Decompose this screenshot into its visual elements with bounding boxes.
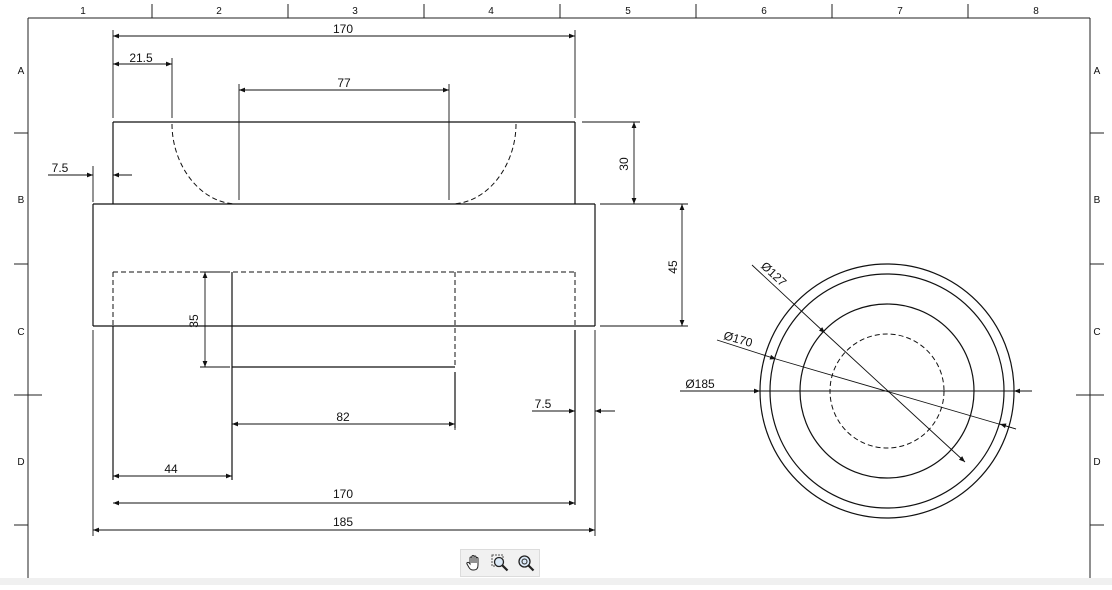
column-label: 5: [625, 6, 631, 17]
zoom-icon: [518, 555, 535, 572]
hand-icon: [466, 554, 479, 571]
dim-overall-width: 185: [333, 515, 353, 529]
dim-left-offset: 21.5: [129, 51, 153, 65]
column-label: 4: [488, 6, 494, 17]
status-strip: [0, 578, 1112, 585]
front-view-outline: [92, 121, 596, 505]
side-view-dimension-texts: Ø185 Ø170 Ø127: [685, 259, 789, 391]
column-label: 3: [352, 6, 358, 17]
row-label: C: [1093, 327, 1100, 338]
dim-base-height: 45: [666, 260, 680, 274]
row-label: B: [18, 195, 25, 206]
front-view[interactable]: 170 21.5 77 7.5 30 45 35 82 7.5 44 170 1…: [48, 22, 688, 536]
column-label: 8: [1033, 6, 1039, 17]
column-labels: 1 2 3 4 5 6 7 8: [80, 6, 1039, 17]
row-label: A: [18, 66, 25, 77]
dim-inner-width: 170: [333, 487, 353, 501]
view-toolbar: [460, 549, 540, 577]
column-label: 6: [761, 6, 767, 17]
zoom-window-button[interactable]: [487, 550, 513, 576]
row-labels-right: A B C D: [1093, 66, 1100, 468]
dim-step-offset: 7.5: [52, 161, 69, 175]
column-label: 7: [897, 6, 903, 17]
row-label: C: [17, 327, 24, 338]
dim-bore-depth: 35: [187, 314, 201, 328]
front-view-dimension-lines: [48, 33, 685, 533]
dim-left-bore: 44: [164, 462, 178, 476]
dim-bore-width: 82: [336, 410, 350, 424]
row-label: A: [1094, 66, 1101, 77]
row-labels-left: A B C D: [17, 66, 24, 468]
column-label: 1: [80, 6, 86, 17]
sheet-frame: [14, 4, 1104, 578]
side-view[interactable]: Ø185 Ø170 Ø127: [680, 259, 1032, 519]
zoom-window-icon: [491, 554, 509, 572]
pan-button[interactable]: [461, 550, 487, 576]
side-view-leaders: [680, 264, 1032, 463]
dim-top-width: 170: [333, 22, 353, 36]
front-view-extension-lines: [92, 30, 688, 536]
dim-diameter-185: Ø185: [685, 377, 715, 391]
row-label: D: [1093, 457, 1100, 468]
zoom-button[interactable]: [513, 550, 539, 576]
column-label: 2: [216, 6, 222, 17]
dim-cutout-width: 77: [337, 76, 351, 90]
dim-top-height: 30: [617, 157, 631, 171]
front-view-hidden-lines: [112, 123, 576, 367]
front-view-dimension-texts: 170 21.5 77 7.5 30 45 35 82 7.5 44 170 1…: [52, 22, 680, 529]
row-label: B: [1094, 195, 1101, 206]
dim-right-offset: 7.5: [535, 397, 552, 411]
row-label: D: [17, 457, 24, 468]
